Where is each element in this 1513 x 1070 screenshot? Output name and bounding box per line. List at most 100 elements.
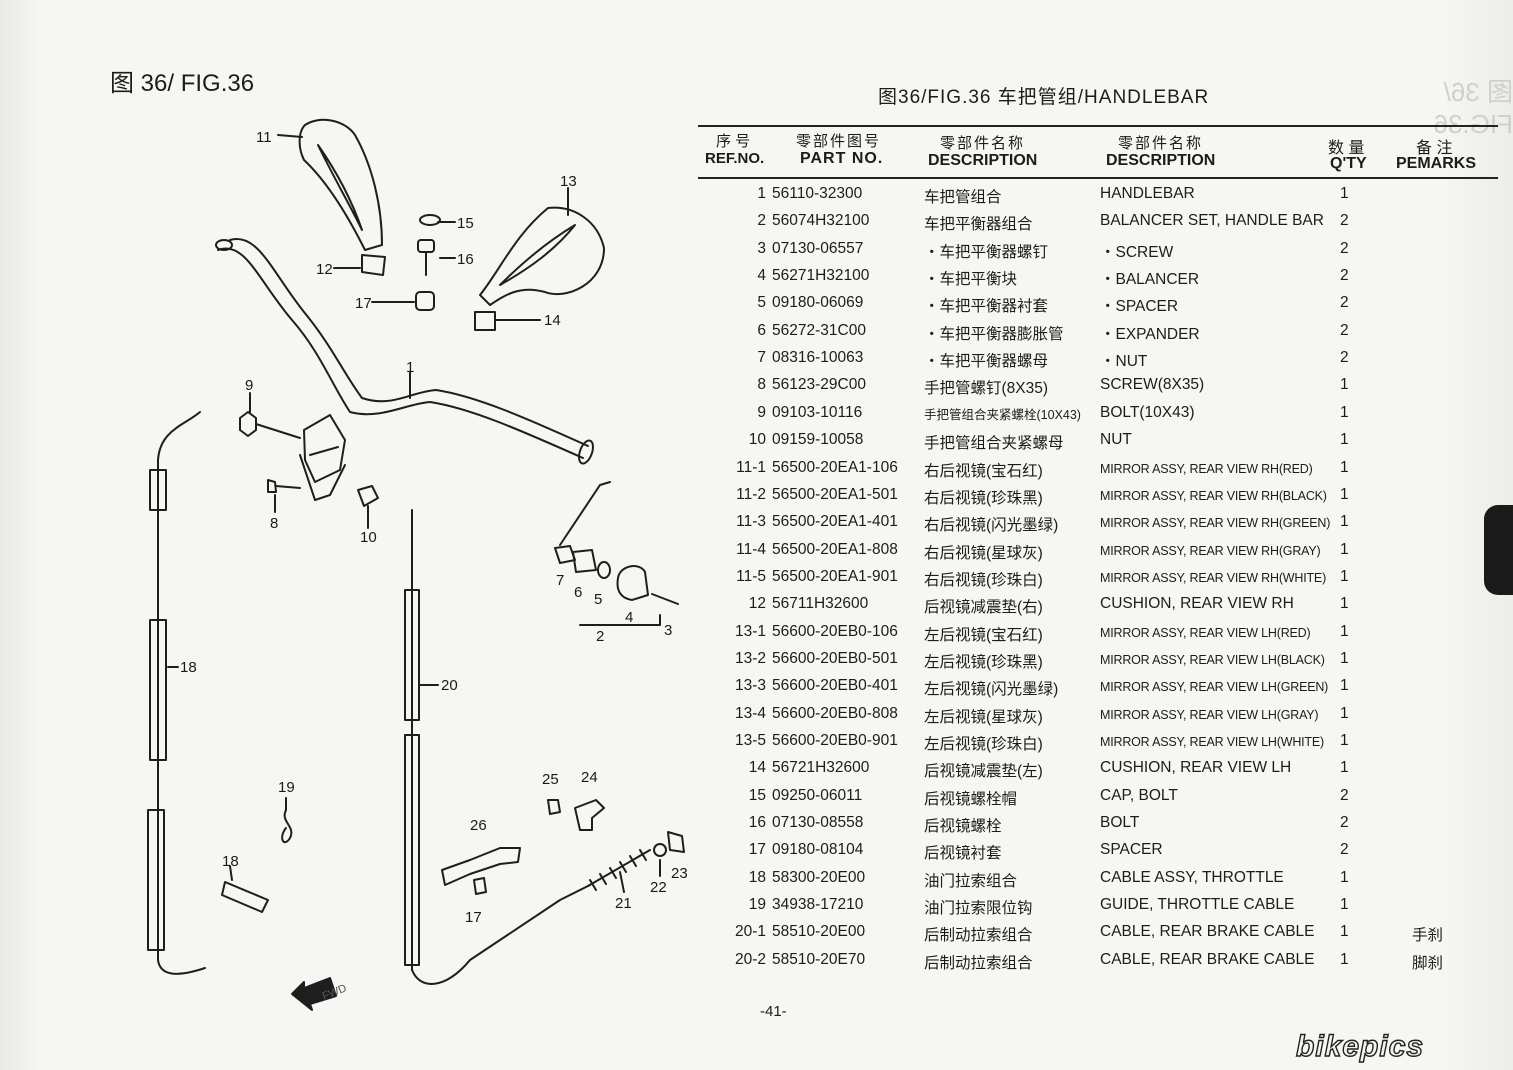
part-no: 58510-20E70: [772, 950, 866, 968]
ref-no: 16: [748, 814, 766, 832]
description-cn: 车把管组合: [924, 189, 1002, 206]
quantity: 1: [1340, 567, 1349, 585]
ref-no: 7: [757, 349, 766, 367]
description-en: MIRROR ASSY, REAR VIEW LH(WHITE): [1100, 735, 1324, 749]
part-no: 56600-20EB0-106: [772, 622, 898, 640]
quantity: 1: [1340, 923, 1349, 941]
quantity: 1: [1340, 540, 1349, 558]
description-en: MIRROR ASSY, REAR VIEW LH(RED): [1100, 625, 1311, 640]
description-en: BOLT(10X43): [1100, 403, 1195, 421]
ref-no: 11-2: [736, 485, 766, 503]
quantity: 1: [1340, 431, 1349, 449]
mirror-rh: [298, 118, 383, 251]
description-en: MIRROR ASSY, REAR VIEW LH(GRAY): [1100, 707, 1319, 722]
callout: 23: [671, 865, 688, 882]
header-ref-cn: 序 号: [716, 133, 751, 150]
ref-no: 6: [757, 321, 766, 339]
description-cn: 后视镜衬套: [924, 845, 1002, 863]
description-en: MIRROR ASSY, REAR VIEW RH(WHITE): [1100, 570, 1327, 585]
remarks: 脚刹: [1412, 954, 1444, 972]
part-no: 09103-10116: [772, 403, 863, 421]
description-cn: 油门拉索限位钩: [924, 900, 1033, 918]
handlebar-clamp: [303, 414, 346, 483]
description-en: CUSHION, REAR VIEW LH: [1100, 759, 1292, 777]
description-en: CABLE, REAR BRAKE CABLE: [1100, 923, 1315, 941]
part-no: 56500-20EA1-901: [772, 567, 898, 585]
header-remarks-cn: 备 注: [1416, 140, 1453, 157]
header-rule-top: [698, 125, 1498, 127]
callout: 17: [355, 295, 372, 312]
callout: 1: [406, 359, 414, 376]
fwd-arrow: [291, 977, 337, 1011]
header-desc-en-cn: 零部件名称: [1118, 135, 1204, 152]
part-no: 56600-20EB0-401: [772, 677, 898, 695]
quantity: 2: [1340, 212, 1349, 230]
callout: 19: [278, 779, 295, 796]
quantity: 1: [1340, 759, 1349, 777]
ref-no: 13-2: [734, 649, 766, 667]
remarks: 手刹: [1412, 927, 1444, 945]
callout: 11: [256, 129, 272, 146]
description-en: SPACER: [1100, 841, 1163, 859]
header-part-en: PART NO.: [800, 150, 884, 167]
ref-no: 1: [757, 185, 766, 202]
header-qty-en: Q'TY: [1330, 155, 1367, 172]
description-cn: 左后视镜(闪光墨绿): [924, 681, 1059, 699]
callout: 3: [664, 622, 672, 639]
ref-no: 12: [748, 595, 766, 613]
quantity: 1: [1340, 513, 1349, 531]
quantity: 1: [1340, 732, 1349, 749]
description-en: CAP, BOLT: [1100, 786, 1178, 804]
quantity: 2: [1340, 321, 1349, 339]
ref-no: 17: [748, 841, 766, 859]
quantity: 1: [1340, 896, 1349, 914]
description-en: ・SCREW: [1100, 243, 1174, 261]
part-no: 56110-32300: [772, 185, 863, 202]
header-desc-en-en: DESCRIPTION: [1106, 152, 1216, 169]
description-en: HANDLEBAR: [1100, 185, 1195, 202]
part-no: 56600-20EB0-901: [772, 732, 898, 749]
callout: 16: [457, 251, 474, 268]
part-no: 56600-20EB0-808: [772, 704, 898, 722]
description-en: BALANCER SET, HANDLE BAR: [1100, 212, 1324, 230]
part-no: 56500-20EA1-808: [772, 540, 898, 558]
callout: 14: [544, 312, 561, 329]
ref-no: 4: [757, 267, 766, 285]
ref-no: 13-3: [734, 677, 766, 695]
ref-no: 9: [757, 403, 766, 421]
figure-title: 图36/FIG.36 车把管组/HANDLEBAR: [878, 87, 1210, 108]
description-cn: 右后视镜(闪光墨绿): [924, 517, 1059, 535]
section-tab: [1484, 505, 1513, 595]
exploded-diagram: FWD 11 13 15 16 12 17 14 1 9 8 10 7 6 5 …: [147, 118, 688, 1011]
description-en: CABLE ASSY, THROTTLE: [1100, 868, 1284, 886]
description-cn: 后制动拉索组合: [924, 927, 1033, 945]
part-no: 58300-20E00: [772, 868, 866, 886]
description-cn: 后视镜螺栓: [924, 818, 1002, 836]
description-cn: ・车把平衡器衬套: [924, 298, 1049, 316]
quantity: 1: [1340, 622, 1349, 640]
ref-no: 10: [748, 431, 766, 449]
ref-no: 11-1: [736, 458, 766, 476]
header-remarks-en: PEMARKS: [1396, 155, 1477, 172]
quantity: 1: [1340, 403, 1349, 421]
description-cn: 后视镜减震垫(左): [924, 763, 1043, 781]
description-en: GUIDE, THROTTLE CABLE: [1100, 896, 1295, 914]
quantity: 1: [1340, 595, 1349, 613]
header-qty-cn: 数 量: [1328, 140, 1365, 157]
quantity: 1: [1340, 950, 1349, 968]
callout: 20: [441, 677, 458, 694]
